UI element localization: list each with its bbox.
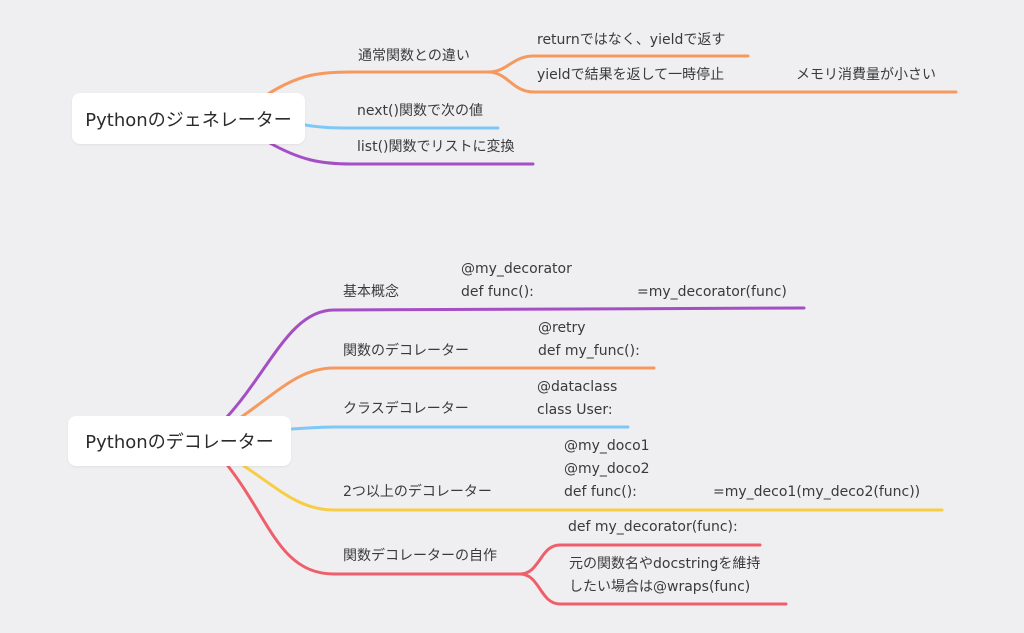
connector-generator-next	[298, 122, 500, 130]
branch-generator-next[interactable]: next()関数で次の値	[357, 103, 483, 119]
code-class-decorator[interactable]: @dataclass class User:	[537, 376, 617, 422]
note-multiple-decorators-equivalent[interactable]: =my_deco1(my_deco2(func))	[713, 484, 921, 500]
leaf-return-vs-yield[interactable]: returnではなく、yieldで返す	[537, 32, 726, 48]
connector-generator-list	[266, 140, 535, 166]
code-line: def func():	[564, 484, 637, 500]
code-line: def func():	[461, 284, 534, 300]
connector-def-my-decorator	[518, 543, 762, 576]
connector-custom-decorator	[226, 464, 522, 576]
connector-yield-pause	[486, 70, 958, 94]
code-line: @my_doco1	[564, 438, 650, 454]
code-multiple-decorators[interactable]: @my_doco1 @my_doco2 def func():	[564, 435, 650, 504]
code-basic-concept[interactable]: @my_decorator def func():	[461, 258, 572, 304]
leaf-def-my-decorator[interactable]: def my_decorator(func):	[568, 519, 738, 535]
connector-class-decorator	[290, 425, 630, 431]
connector-generator-differences	[266, 70, 490, 96]
branch-function-decorator[interactable]: 関数のデコレーター	[343, 343, 469, 359]
note-line: したい場合は@wraps(func)	[569, 579, 751, 595]
connector-function-decorator	[238, 366, 656, 420]
leaf-yield-pause[interactable]: yieldで結果を返して一時停止	[537, 67, 725, 83]
code-line: @my_doco2	[564, 461, 650, 477]
connector-wraps-note	[518, 572, 788, 606]
code-function-decorator[interactable]: @retry def my_func():	[538, 317, 640, 363]
generator-root-node[interactable]: Pythonのジェネレーター	[72, 93, 305, 144]
code-line: @dataclass	[537, 379, 618, 395]
note-line: 元の関数名やdocstringを維持	[569, 556, 761, 572]
branch-custom-decorator[interactable]: 関数デコレーターの自作	[343, 548, 497, 564]
note-memory-usage[interactable]: メモリ消費量が小さい	[796, 67, 936, 83]
code-line: def my_func():	[538, 343, 640, 359]
branch-basic-concept[interactable]: 基本概念	[343, 284, 399, 300]
connector-multiple-decorators	[242, 464, 944, 512]
decorator-root-node[interactable]: Pythonのデコレーター	[68, 416, 291, 466]
note-basic-concept-equivalent[interactable]: =my_decorator(func)	[637, 284, 787, 300]
branch-multiple-decorators[interactable]: 2つ以上のデコレーター	[343, 484, 492, 500]
code-line: @retry	[538, 320, 586, 336]
branch-class-decorator[interactable]: クラスデコレーター	[343, 401, 469, 417]
branch-generator-differences[interactable]: 通常関数との違い	[358, 48, 470, 64]
connector-basic-concept	[224, 306, 806, 420]
code-line: class User:	[537, 402, 613, 418]
code-line: @my_decorator	[461, 261, 572, 277]
leaf-wraps-note[interactable]: 元の関数名やdocstringを維持 したい場合は@wraps(func)	[569, 553, 760, 599]
branch-generator-list[interactable]: list()関数でリストに変換	[357, 139, 515, 155]
